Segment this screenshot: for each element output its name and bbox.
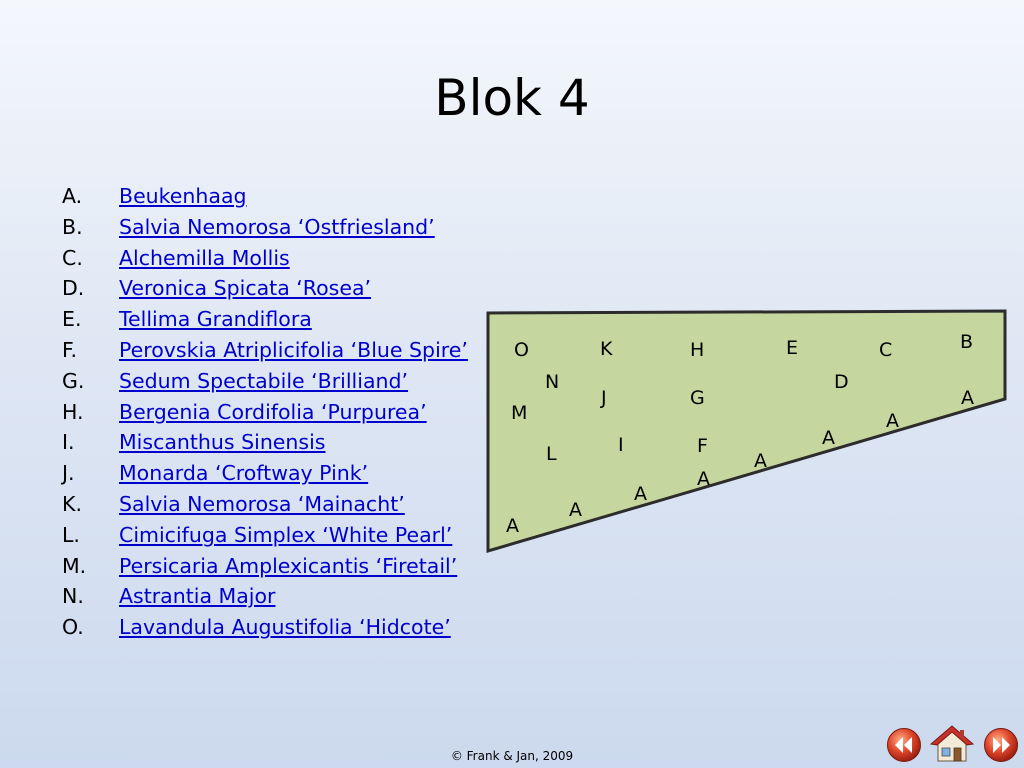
list-item: M. Persicaria Amplexicantis ‘Firetail’: [62, 551, 468, 582]
plan-label-g: G: [690, 387, 705, 409]
plant-link-l[interactable]: Cimicifuga Simplex ‘White Pearl’: [119, 522, 453, 547]
list-letter: A.: [62, 184, 83, 208]
plant-link-m[interactable]: Persicaria Amplexicantis ‘Firetail’: [119, 553, 458, 578]
list-letter: E.: [62, 307, 82, 332]
plan-label-k: K: [600, 338, 613, 360]
list-item: H. Bergenia Cordifolia ‘Purpurea’: [62, 397, 468, 428]
home-icon: [929, 725, 975, 762]
list-letter: I.: [62, 430, 75, 455]
plant-link-g[interactable]: Sedum Spectabile ‘Brilliand’: [119, 368, 409, 393]
footer-copyright: © Frank & Jan, 2009: [450, 749, 574, 763]
plant-link-b[interactable]: Salvia Nemorosa ‘Ostfriesland’: [119, 214, 435, 239]
previous-slide-button[interactable]: [886, 727, 922, 763]
list-item: F. Perovskia Atriplicifolia ‘Blue Spire’: [62, 335, 468, 366]
plant-link-e[interactable]: Tellima Grandiflora: [119, 307, 312, 332]
list-letter: L.: [62, 522, 80, 547]
plant-link-o[interactable]: Lavandula Augustifolia ‘Hidcote’: [119, 615, 451, 640]
list-item: I. Miscanthus Sinensis: [62, 427, 468, 458]
list-item: C. Alchemilla Mollis: [62, 243, 468, 274]
list-item: J. Monarda ‘Croftway Pink’: [62, 458, 468, 489]
list-letter: N.: [62, 584, 84, 609]
plant-link-f[interactable]: Perovskia Atriplicifolia ‘Blue Spire’: [119, 337, 468, 362]
slide-title: Blok 4: [434, 69, 590, 127]
list-item: N. Astrantia Major: [62, 581, 468, 612]
home-button[interactable]: [929, 724, 975, 764]
plan-label-d: D: [834, 371, 849, 393]
plant-link-h[interactable]: Bergenia Cordifolia ‘Purpurea’: [119, 399, 427, 424]
list-letter: G.: [62, 368, 85, 393]
next-slide-button[interactable]: [983, 727, 1019, 763]
fast-forward-icon: [984, 728, 1018, 762]
list-item: A. Beukenhaag: [62, 181, 468, 212]
list-letter: B.: [62, 214, 83, 239]
plan-label-a: A: [754, 450, 767, 472]
plan-label-b: B: [960, 331, 973, 353]
plan-label-a: A: [569, 499, 582, 521]
plan-label-a: A: [822, 427, 835, 449]
plan-label-a: A: [697, 468, 710, 490]
plan-label-h: H: [690, 339, 704, 361]
list-item: B. Salvia Nemorosa ‘Ostfriesland’: [62, 212, 468, 243]
plan-label-a: A: [886, 410, 899, 432]
plan-label-i: I: [618, 434, 624, 456]
plant-link-a[interactable]: Beukenhaag: [119, 184, 247, 208]
list-item: D. Veronica Spicata ‘Rosea’: [62, 273, 468, 304]
plant-link-i[interactable]: Miscanthus Sinensis: [119, 430, 326, 455]
plant-link-d[interactable]: Veronica Spicata ‘Rosea’: [119, 276, 372, 301]
list-letter: M.: [62, 553, 87, 578]
plan-label-c: C: [879, 339, 892, 361]
plan-label-f: F: [697, 435, 708, 457]
list-item: G. Sedum Spectabile ‘Brilliand’: [62, 366, 468, 397]
plan-label-j: J: [600, 387, 607, 409]
plant-link-c[interactable]: Alchemilla Mollis: [119, 245, 290, 270]
list-letter: O.: [62, 615, 84, 640]
garden-bed-shape: [486, 309, 1007, 554]
plan-label-a: A: [634, 483, 647, 505]
list-item: E. Tellima Grandiflora: [62, 304, 468, 335]
plan-label-a: A: [961, 387, 974, 409]
plan-label-m: M: [511, 402, 527, 424]
list-letter: J.: [62, 461, 75, 486]
plant-list: A. Beukenhaag B. Salvia Nemorosa ‘Ostfries…: [62, 181, 468, 643]
list-letter: H.: [62, 399, 84, 424]
plan-label-a: A: [506, 515, 519, 537]
plan-label-e: E: [786, 337, 798, 359]
list-letter: D.: [62, 276, 85, 301]
list-item: O. Lavandula Augustifolia ‘Hidcote’: [62, 612, 468, 643]
plan-label-o: O: [514, 339, 529, 361]
list-letter: F.: [62, 337, 78, 362]
plant-link-n[interactable]: Astrantia Major: [119, 584, 276, 609]
list-letter: C.: [62, 245, 83, 270]
plan-label-n: N: [545, 371, 559, 393]
plant-link-j[interactable]: Monarda ‘Croftway Pink’: [119, 461, 369, 486]
plan-label-l: L: [546, 443, 557, 465]
list-letter: K.: [62, 491, 82, 516]
list-item: K. Salvia Nemorosa ‘Mainacht’: [62, 489, 468, 520]
list-item: L. Cimicifuga Simplex ‘White Pearl’: [62, 520, 468, 551]
rewind-icon: [887, 728, 921, 762]
plant-link-k[interactable]: Salvia Nemorosa ‘Mainacht’: [119, 491, 405, 516]
